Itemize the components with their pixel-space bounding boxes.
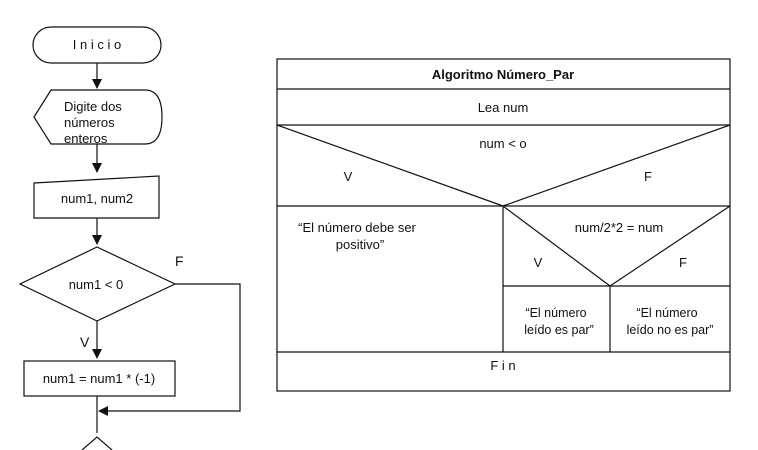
false-branch-label: F [175,253,184,269]
true-branch-label: V [80,334,90,350]
nassi-cond1-false: F [644,169,652,184]
next-diamond-partial [81,436,113,450]
display-line-3: enteros [64,131,108,146]
display-prompt-text: Digite dos números enteros [64,99,122,146]
decision-label: num1 < 0 [69,277,124,292]
false-branch-path [98,283,241,416]
nassi-read: Lea num [478,100,529,115]
nassi-condition2: num/2*2 = num [575,220,664,235]
cond2-left-diagonal [502,205,611,287]
odd-message-line-1: “El número [636,306,697,320]
nassi-condition1: num < o [479,136,526,151]
nassi-title: Algoritmo Número_Par [432,67,574,82]
display-prompt-shape [33,89,163,145]
odd-message-line-2: leído no es par” [627,323,714,337]
nassi-cond1-true: V [344,169,353,184]
input-label: num1, num2 [61,191,133,206]
cond1-right-diagonal [502,124,731,207]
nassi-diagram [276,58,731,392]
left-message-line-2: positivo” [336,237,384,252]
process-rect [23,360,176,397]
input-shape [33,175,160,219]
display-line-1: Digite dos [64,99,122,114]
process-label: num1 = num1 * (-1) [43,371,155,386]
left-message-line-1: “El número debe ser [298,220,416,235]
start-label: I n i c i o [73,37,121,52]
nassi-end: F i n [490,358,515,373]
display-line-2: números [64,115,115,130]
nassi-cond2-false: F [679,255,687,270]
even-message-line-1: “El número [525,306,586,320]
cond2-right-diagonal [609,205,731,287]
cond1-left-diagonal [276,124,504,207]
nassi-cond2-true: V [534,255,543,270]
even-message-line-2: leído es par” [524,323,593,337]
flowchart [18,26,241,450]
